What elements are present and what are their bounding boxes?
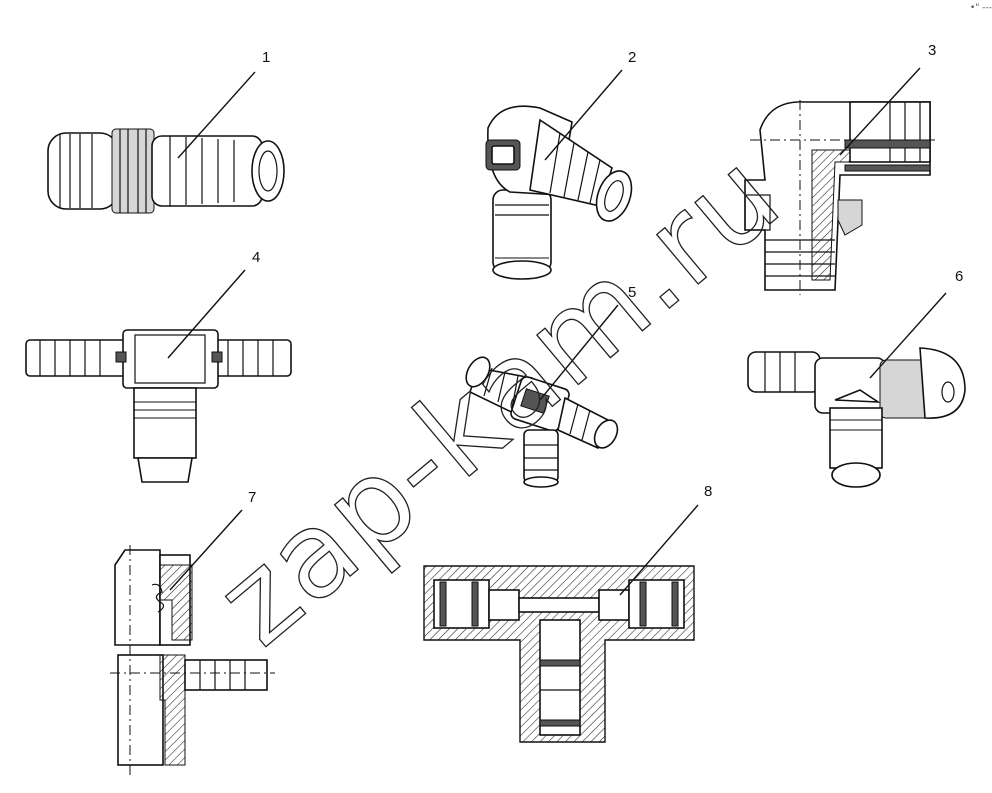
label-1: 1 <box>262 49 270 66</box>
part-7-tee-section <box>110 545 275 775</box>
label-8: 8 <box>704 483 712 500</box>
label-6: 6 <box>955 268 963 285</box>
leader-3 <box>839 67 921 156</box>
leader-7 <box>169 509 243 591</box>
corner-mark: •" ‐‐‐ <box>970 3 992 13</box>
part-6-tee-with-lock <box>747 347 966 488</box>
label-4: 4 <box>252 249 260 266</box>
leader-8 <box>619 504 699 596</box>
label-7: 7 <box>248 489 256 506</box>
leader-4 <box>167 269 246 359</box>
leader-2 <box>544 69 623 161</box>
label-3: 3 <box>928 42 936 59</box>
leader-1 <box>177 71 256 159</box>
label-5: 5 <box>628 284 636 301</box>
part-8-tee-cross-section <box>423 565 695 743</box>
part-2-elbow-connector <box>485 105 633 280</box>
leader-6 <box>869 292 947 379</box>
part-3-threaded-elbow-section <box>744 100 935 295</box>
label-2: 2 <box>628 49 636 66</box>
part-1-straight-connector <box>47 128 285 214</box>
leader-5 <box>539 304 619 401</box>
part-4-barbed-tee <box>25 329 292 483</box>
part-5-barbed-tee-perspective <box>465 356 619 488</box>
